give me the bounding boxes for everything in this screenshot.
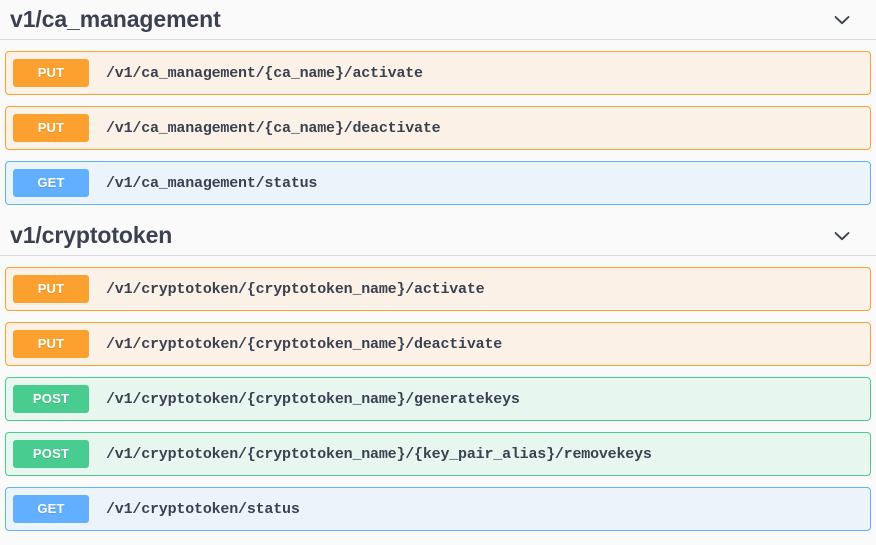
http-method-badge: PUT <box>13 114 89 142</box>
api-tag-title: v1/ca_management <box>10 6 221 32</box>
operation-row[interactable]: PUT/v1/cryptotoken/{cryptotoken_name}/de… <box>5 322 871 366</box>
operation-path: /v1/ca_management/{ca_name}/deactivate <box>106 119 441 137</box>
api-tag-header[interactable]: v1/ca_management <box>0 0 876 40</box>
operation-path: /v1/cryptotoken/status <box>106 500 300 518</box>
api-tag-header[interactable]: v1/cryptotoken <box>0 216 876 256</box>
operation-row[interactable]: GET/v1/cryptotoken/status <box>5 487 871 531</box>
operation-path: /v1/ca_management/{ca_name}/activate <box>106 64 423 82</box>
http-method-badge: GET <box>13 495 89 523</box>
http-method-badge: GET <box>13 169 89 197</box>
http-method-badge: POST <box>13 385 89 413</box>
api-tag-title: v1/cryptotoken <box>10 222 173 248</box>
operation-path: /v1/cryptotoken/{cryptotoken_name}/gener… <box>106 390 520 408</box>
http-method-badge: PUT <box>13 275 89 303</box>
chevron-down-icon[interactable] <box>832 226 852 246</box>
operation-row[interactable]: PUT/v1/ca_management/{ca_name}/deactivat… <box>5 106 871 150</box>
operation-row[interactable]: POST/v1/cryptotoken/{cryptotoken_name}/{… <box>5 432 871 476</box>
operation-row[interactable]: PUT/v1/ca_management/{ca_name}/activate <box>5 51 871 95</box>
operation-row[interactable]: GET/v1/ca_management/status <box>5 161 871 205</box>
http-method-badge: PUT <box>13 59 89 87</box>
operation-row[interactable]: POST/v1/cryptotoken/{cryptotoken_name}/g… <box>5 377 871 421</box>
operation-path: /v1/cryptotoken/{cryptotoken_name}/{key_… <box>106 445 652 463</box>
operation-path: /v1/cryptotoken/{cryptotoken_name}/deact… <box>106 335 503 353</box>
operation-path: /v1/ca_management/status <box>106 174 318 192</box>
operation-list: PUT/v1/cryptotoken/{cryptotoken_name}/ac… <box>0 267 876 531</box>
http-method-badge: PUT <box>13 330 89 358</box>
operation-row[interactable]: PUT/v1/cryptotoken/{cryptotoken_name}/ac… <box>5 267 871 311</box>
operation-path: /v1/cryptotoken/{cryptotoken_name}/activ… <box>106 280 485 298</box>
chevron-down-icon[interactable] <box>832 10 852 30</box>
http-method-badge: POST <box>13 440 89 468</box>
